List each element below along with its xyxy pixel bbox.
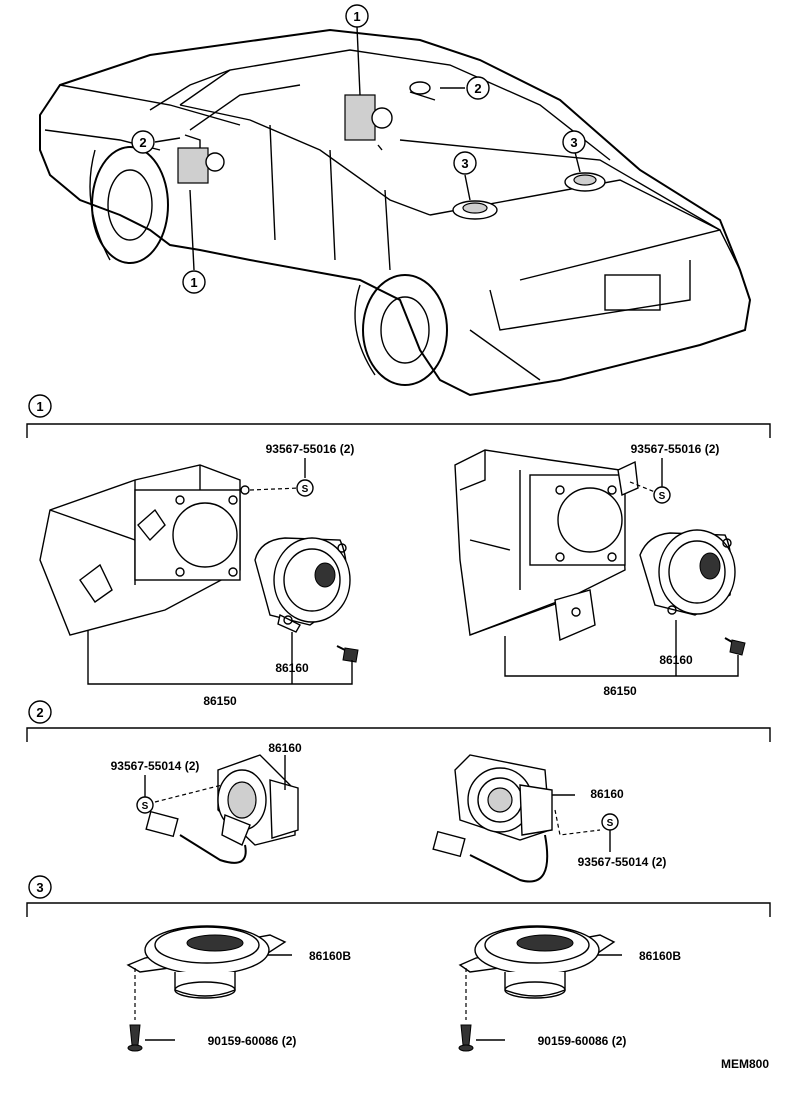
section-2: 2 S 93567-55014 (2) 86160 [26,700,771,883]
section-1-right-screw-label: 93567-55016 (2) [631,442,720,456]
section-2-left-speaker-label: 86160 [268,741,302,755]
rear-pillar-speaker-icon [344,94,393,151]
callout-1-top: 1 [345,4,369,28]
svg-text:2: 2 [474,81,481,96]
svg-text:S: S [142,801,149,812]
car-illustration [39,26,752,397]
svg-text:S: S [607,818,614,829]
section-2-left-tweeter: S [136,754,299,864]
section-3-left-speaker [126,925,292,1052]
svg-text:2: 2 [36,705,43,720]
section-1-left-screw-label: 93567-55016 (2) [266,442,355,456]
svg-text:S: S [302,484,309,495]
section-2-right-speaker-label: 86160 [590,787,624,801]
section-1-right-assembly: S [454,449,746,677]
callout-3-right: 3 [562,130,586,154]
callout-3-left: 3 [453,151,477,175]
section-1-right-speaker [639,529,736,616]
svg-text:S: S [659,491,666,502]
section-3: 3 86160B 90159-60086 (2) [26,875,771,1052]
svg-text:1: 1 [353,9,360,24]
front-door-speaker-icon [177,134,225,184]
section-3-bracket [26,902,771,917]
section-2-right-tweeter: S [432,754,619,883]
section-1-bracket [26,423,771,438]
section-1-left-speaker-label: 86160 [275,661,309,675]
svg-text:3: 3 [36,880,43,895]
section-3-left-screw-label: 90159-60086 (2) [208,1034,297,1048]
callout-1-front: 1 [182,270,206,294]
callout-2-front: 2 [131,130,155,154]
section-2-left-screw-label: 93567-55014 (2) [111,759,200,773]
section-1-marker: 1 [28,394,52,418]
rear-deck-speaker-left-icon [452,200,498,220]
svg-text:1: 1 [36,399,43,414]
section-3-marker: 3 [28,875,52,899]
section-1-left-speaker [254,537,351,633]
callout-2-rear: 2 [466,76,490,100]
section-1: 1 [26,394,771,708]
diagram-code: MEM800 [721,1057,769,1071]
section-3-left-speaker-label: 86160B [309,949,351,963]
section-1-right-box-label: 86150 [603,684,637,698]
section-3-right-speaker [458,925,622,1052]
rear-tweeter-icon [409,81,436,101]
section-1-left-box-label: 86150 [203,694,237,708]
section-2-right-screw-label: 93567-55014 (2) [578,855,667,869]
section-2-marker: 2 [28,700,52,724]
section-2-bracket [26,727,771,742]
rear-deck-speaker-right-icon [564,172,606,192]
svg-text:3: 3 [570,135,577,150]
svg-text:2: 2 [139,135,146,150]
section-3-right-speaker-label: 86160B [639,949,681,963]
section-1-right-speaker-label: 86160 [659,653,693,667]
section-3-right-screw-label: 90159-60086 (2) [538,1034,627,1048]
svg-text:1: 1 [190,275,197,290]
section-1-left-assembly: S [39,458,359,685]
svg-text:3: 3 [461,156,468,171]
